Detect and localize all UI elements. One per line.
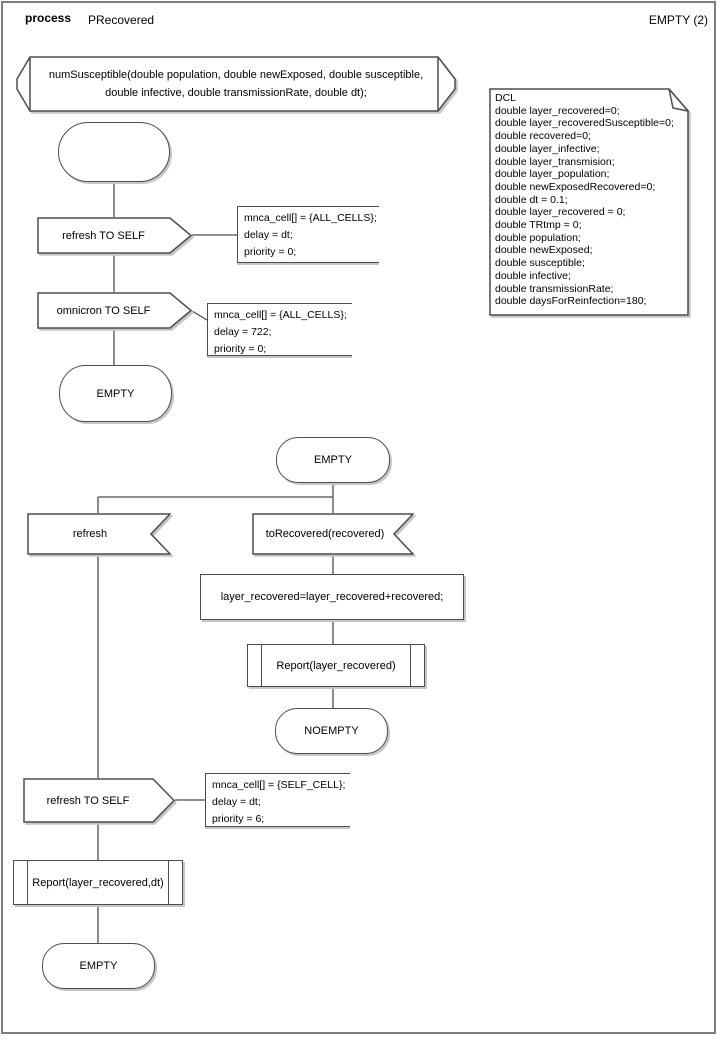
procedure-call-report[interactable]: Report(layer_recovered) xyxy=(247,644,425,687)
state-empty-2[interactable]: EMPTY xyxy=(276,437,390,483)
comment-refresh-self-params[interactable]: mnca_cell[] = {SELF_CELL}; delay = dt; p… xyxy=(205,773,350,827)
output-label: refresh TO SELF xyxy=(46,794,130,807)
procedure-label: Report(layer_recovered) xyxy=(276,659,396,672)
procedure-bar-left xyxy=(27,861,29,904)
input-label: toRecovered(recovered) xyxy=(265,528,385,540)
page-label: EMPTY (2) xyxy=(648,13,708,27)
procedure-label: Report(layer_recovered,dt) xyxy=(32,876,164,889)
task-update-layer-recovered[interactable]: layer_recovered=layer_recovered+recovere… xyxy=(200,574,464,620)
state-empty-1[interactable]: EMPTY xyxy=(59,365,172,422)
procedure-bar-left xyxy=(261,645,263,686)
output-refresh-to-self-2[interactable]: refresh TO SELF xyxy=(23,778,175,823)
procedure-signature-symbol[interactable]: numSusceptible(double population, double… xyxy=(14,52,458,114)
input-refresh[interactable]: refresh xyxy=(27,513,171,555)
process-name: PRecovered xyxy=(88,13,155,27)
procedure-signature-text: numSusceptible(double population, double… xyxy=(48,69,424,99)
diagram-kind-label: process xyxy=(25,11,72,25)
input-label: refresh xyxy=(72,528,108,540)
comment-omnicron-params[interactable]: mnca_cell[] = {ALL_CELLS}; delay = 722; … xyxy=(207,303,352,356)
start-symbol[interactable] xyxy=(58,122,170,182)
output-refresh-to-self-1[interactable]: refresh TO SELF xyxy=(37,217,192,254)
procedure-call-report-dt[interactable]: Report(layer_recovered,dt) xyxy=(13,860,183,905)
output-omnicron-to-self[interactable]: omnicron TO SELF xyxy=(37,292,192,329)
declarations-text: DCL double layer_recovered=0; double lay… xyxy=(495,92,674,308)
input-torecovered[interactable]: toRecovered(recovered) xyxy=(252,513,414,555)
output-label: refresh TO SELF xyxy=(62,229,145,242)
procedure-bar-right xyxy=(409,645,411,686)
state-noempty[interactable]: NOEMPTY xyxy=(275,708,388,754)
declarations-note[interactable]: DCL double layer_recovered=0; double lay… xyxy=(489,88,689,316)
output-label: omnicron TO SELF xyxy=(56,304,151,317)
procedure-bar-right xyxy=(167,861,169,904)
comment-refresh-params-1[interactable]: mnca_cell[] = {ALL_CELLS}; delay = dt; p… xyxy=(237,206,379,263)
state-empty-3[interactable]: EMPTY xyxy=(42,943,155,989)
